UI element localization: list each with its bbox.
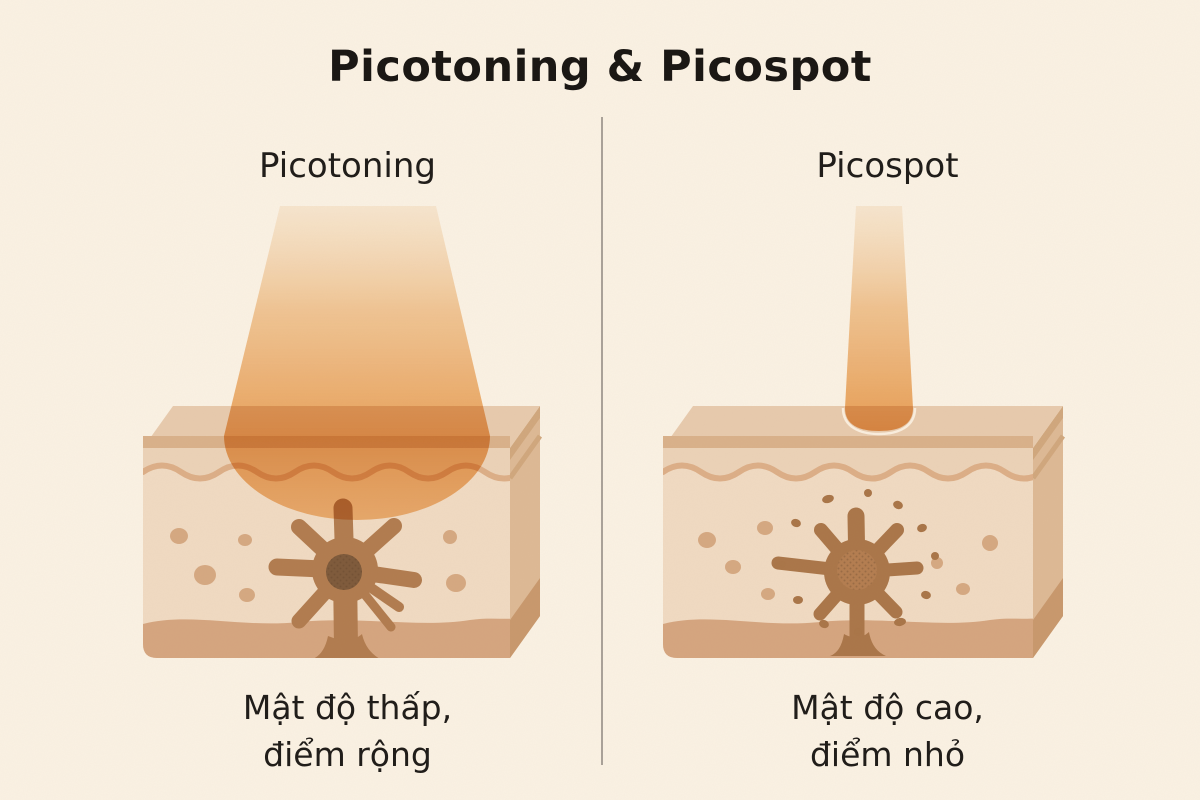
- pigment-droplet: [793, 596, 803, 604]
- cell-dot: [725, 560, 741, 574]
- panel-divider: [601, 117, 603, 765]
- cell-dot: [446, 574, 466, 592]
- skin-side-face: [1030, 406, 1066, 658]
- caption-line: Mật độ cao,: [791, 688, 984, 727]
- caption-line: điểm rộng: [263, 735, 432, 774]
- laser-beam-wide: [224, 206, 490, 436]
- pigment-droplet: [854, 628, 862, 636]
- cell-dot: [170, 528, 188, 544]
- pigment-droplet: [931, 552, 939, 560]
- skin-block: [663, 406, 1066, 658]
- caption-line: Mật độ thấp,: [242, 688, 453, 727]
- picotoning-diagram: [143, 206, 543, 658]
- top-front-band: [663, 436, 1033, 448]
- laser-beam-narrow: [845, 206, 913, 431]
- caption-line: điểm nhỏ: [809, 735, 966, 774]
- skin-side-face: [507, 406, 543, 658]
- page-title: Picotoning & Picospot: [328, 42, 872, 92]
- panel-caption-picotoning: Mật độ thấp, điểm rộng: [145, 684, 550, 778]
- cell-dot: [443, 530, 457, 544]
- cell-dot: [698, 532, 716, 548]
- cell-dot: [238, 534, 252, 546]
- panel-caption-picospot: Mật độ cao, điểm nhỏ: [685, 684, 1090, 778]
- cell-dot: [956, 583, 970, 595]
- cell-nucleus-texture: [326, 554, 362, 590]
- picospot-diagram: [663, 206, 1066, 658]
- pigment-droplet: [864, 489, 872, 497]
- cell-dot: [761, 588, 775, 600]
- cell-dot: [757, 521, 773, 535]
- panel-label-picospot: Picospot: [816, 146, 959, 186]
- splat-core-texture: [837, 550, 877, 590]
- skin-front-face: [663, 448, 1033, 658]
- cell-dot: [982, 535, 998, 551]
- panel-label-picotoning: Picotoning: [259, 146, 436, 186]
- cell-dot: [239, 588, 255, 602]
- cell-dot: [194, 565, 216, 585]
